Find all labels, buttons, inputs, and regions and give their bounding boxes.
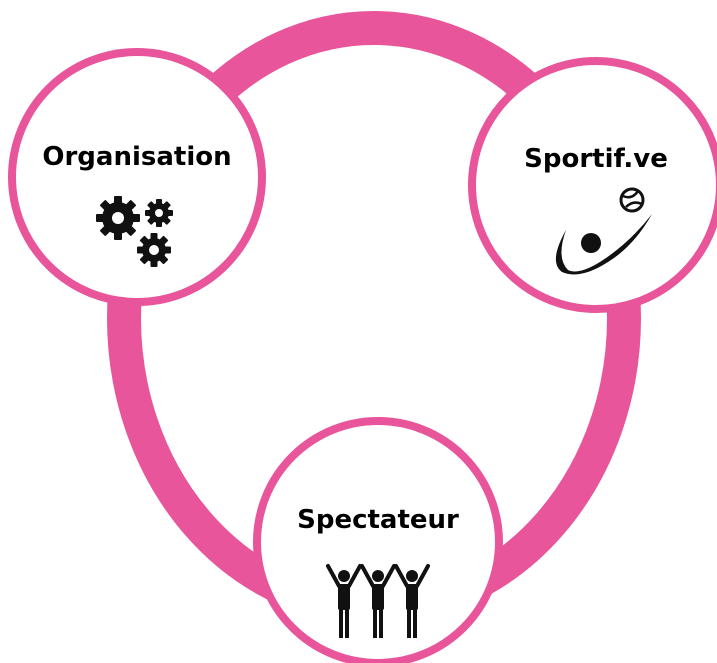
node-sportif: Sportif.ve bbox=[468, 57, 717, 313]
node-organisation-label: Organisation bbox=[42, 142, 231, 172]
node-organisation: Organisation bbox=[8, 48, 266, 306]
cheering-crowd-icon bbox=[326, 564, 430, 638]
node-sportif-label: Sportif.ve bbox=[524, 144, 668, 174]
node-spectateur: Spectateur bbox=[253, 417, 503, 663]
node-spectateur-circle bbox=[253, 417, 503, 663]
node-sportif-circle bbox=[468, 57, 717, 313]
node-organisation-circle bbox=[8, 48, 266, 306]
node-spectateur-label: Spectateur bbox=[297, 505, 459, 535]
volleyball-player-icon bbox=[555, 187, 652, 275]
gears-icon bbox=[96, 196, 173, 267]
